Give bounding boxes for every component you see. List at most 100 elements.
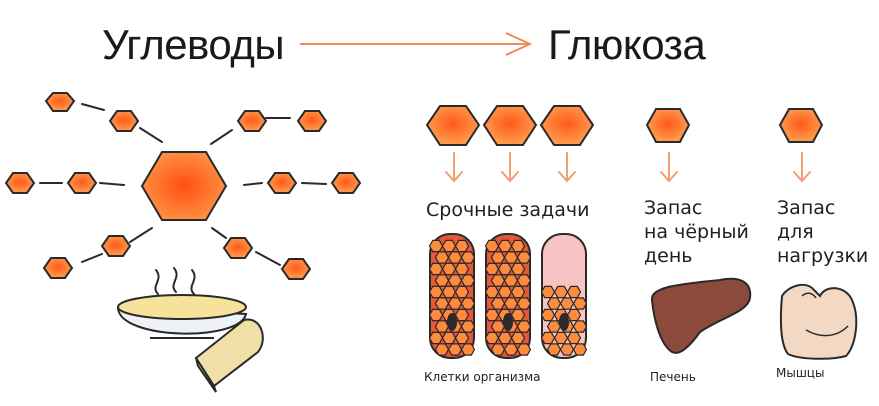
glucose-hex-icon (428, 285, 444, 299)
glucose-hex-icon (546, 297, 562, 310)
glucose-hex-icon (516, 320, 532, 333)
glucose-hex-icon (236, 110, 268, 132)
glucose-hex-icon (428, 262, 444, 276)
glucose-hex-icon (540, 308, 556, 322)
glucose-hex-icon (503, 274, 519, 287)
glucose-hex-icon (516, 343, 532, 356)
glucose-hex-icon (108, 110, 140, 132)
glucose-hex-icon (484, 262, 500, 276)
glucose-hex-icon (280, 258, 312, 280)
title-arrow (300, 32, 533, 56)
glucose-hex-icon (454, 331, 470, 345)
glucose-hex-icon (140, 151, 228, 221)
glucose-hex-icon (510, 285, 526, 299)
glucose-hex-icon (546, 320, 562, 333)
glucose-hex-icon (510, 331, 526, 345)
heading-muscle-line-3: нагрузки (777, 245, 869, 267)
glucose-hex-icon (566, 285, 582, 299)
glucose-hex-icon (778, 108, 824, 143)
caption-cells: Клетки организма (424, 370, 541, 384)
carbohydrate-cluster (4, 92, 362, 280)
glucose-hex-icon (572, 343, 588, 356)
glucose-hex-icon (434, 274, 450, 287)
title-carbohydrates: Углеводы (102, 21, 285, 68)
heading-muscle-line-1: Запас (777, 197, 836, 219)
glucose-hex-icon (566, 331, 582, 345)
glucose-hex-icon (42, 257, 74, 279)
heading-muscle-line-2: для (777, 221, 814, 243)
glucose-hex-icon (441, 262, 457, 276)
glucose-hex-icon (645, 108, 691, 143)
glucose-hex-icon (490, 251, 506, 264)
glucose-hex-icon (44, 92, 76, 112)
glucose-hex-icon (510, 239, 526, 253)
glucose-hex-icon (428, 308, 444, 322)
glucose-hex-icon (454, 308, 470, 322)
glucose-hex-icon (497, 239, 513, 253)
heading-liver-line-2: на чёрный (644, 221, 749, 243)
glucose-hex-icon (296, 110, 328, 132)
glucose-hex-icon (454, 285, 470, 299)
glucose-hex-icon (539, 105, 595, 146)
glucose-hex-icon (441, 239, 457, 253)
glucose-hex-icon (497, 262, 513, 276)
glucose-hex-icon (428, 239, 444, 253)
glucose-hex-icon (497, 331, 513, 345)
glucose-hex-icon (484, 285, 500, 299)
heading-liver-line-3: день (644, 245, 693, 267)
glucose-hex-icon (460, 251, 476, 264)
glucose-hex-icon (482, 105, 538, 146)
glucose-hex-icon (516, 251, 532, 264)
glucose-hex-icon (100, 235, 132, 257)
cell-icon (540, 233, 588, 359)
glucose-hex-icon (490, 274, 506, 287)
glucose-hex-icon (447, 297, 463, 310)
glucose-hex-icon (503, 251, 519, 264)
glucose-hex-icon (510, 308, 526, 322)
heading-urgent-tasks: Срочные задачи (426, 199, 590, 221)
liver-icon (651, 277, 752, 354)
title-glucose: Глюкоза (548, 21, 706, 68)
carbohydrate-links (39, 103, 327, 266)
glucose-hex-icon (497, 285, 513, 299)
glucose-hex-icon (559, 297, 575, 310)
glucose-hex-icon (503, 343, 519, 356)
muscle-arm-icon (779, 283, 858, 360)
glucose-hex-icon (572, 320, 588, 333)
glucose-hex-icon (559, 343, 575, 356)
food-bowl-icon (116, 294, 248, 339)
steam-icon (154, 267, 196, 295)
cell-icon (428, 233, 476, 359)
glucose-hex-icon (266, 172, 298, 194)
glucose-hex-icon (447, 274, 463, 287)
glucose-hex-icon (428, 331, 444, 345)
caption-muscles: Мышцы (776, 366, 825, 380)
glucose-hex-icon (553, 285, 569, 299)
glucose-hex-icon (572, 297, 588, 310)
glucose-hex-icon (4, 172, 36, 194)
glucose-hex-icon (441, 285, 457, 299)
glucose-hex-icon (490, 343, 506, 356)
glucose-hex-icon (490, 320, 506, 333)
bread-icon (194, 318, 264, 393)
glucose-hex-icon (540, 331, 556, 345)
glucose-hex-icon (484, 239, 500, 253)
glucose-hex-icon (434, 343, 450, 356)
glucose-hex-icon (566, 308, 582, 322)
glucose-hex-icon (553, 331, 569, 345)
glucose-hex-icon (460, 320, 476, 333)
glucose-hex-icon (454, 262, 470, 276)
glucose-hex-icon (490, 297, 506, 310)
glucose-hex-icon (66, 172, 98, 194)
heading-liver-line-1: Запас (644, 197, 703, 219)
glucose-hex-icon (484, 331, 500, 345)
glucose-hex-icon (484, 308, 500, 322)
glucose-hex-icon (546, 343, 562, 356)
glucose-hex-icon (454, 239, 470, 253)
glucose-hex-icon (516, 297, 532, 310)
glucose-hex-icon (460, 297, 476, 310)
glucose-hex-icon (441, 331, 457, 345)
glucose-hex-icon (516, 274, 532, 287)
down-arrows (445, 152, 811, 183)
